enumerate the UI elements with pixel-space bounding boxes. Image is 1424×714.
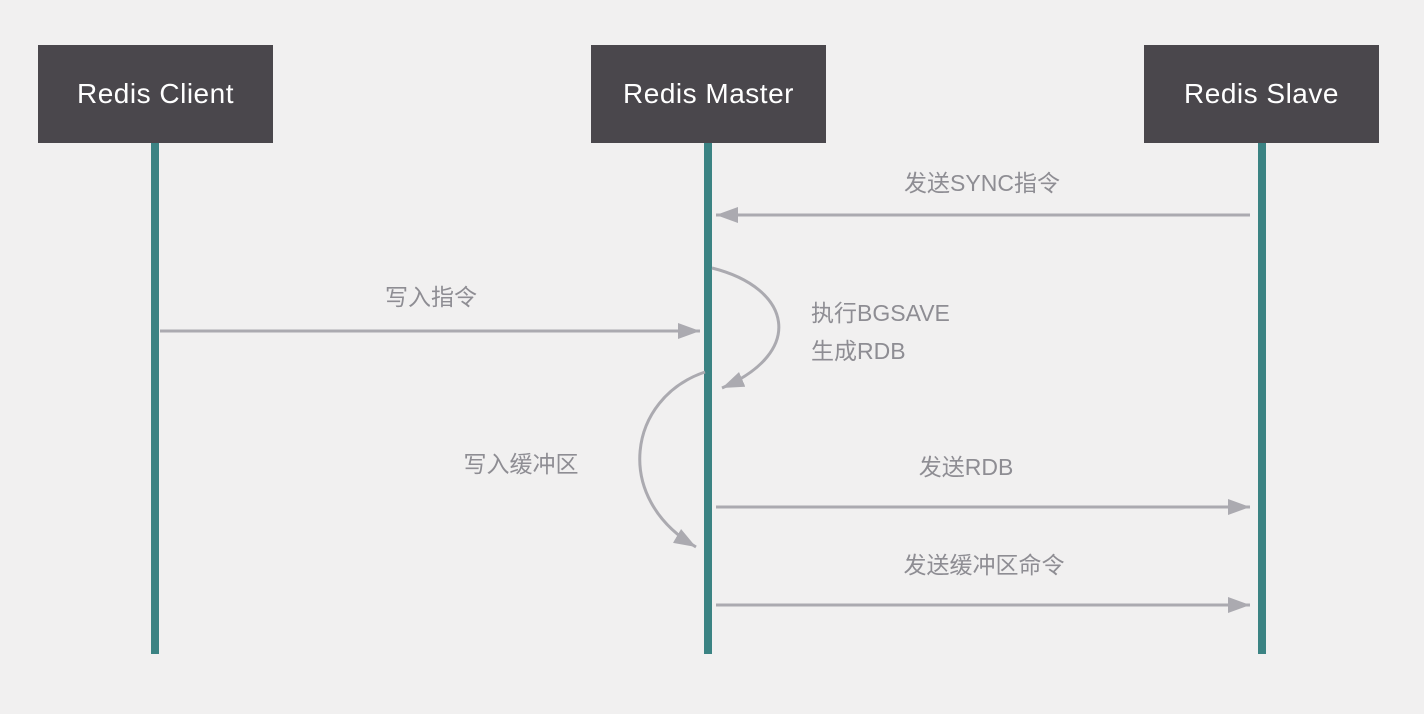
message-arrow-write-buffer-selfloop — [638, 370, 706, 549]
message-label-send-rdb: 发送RDB — [918, 454, 1014, 480]
actor-box-redis-slave: Redis Slave — [1144, 45, 1379, 143]
lifeline-redis-slave — [1258, 143, 1266, 654]
actor-box-redis-master: Redis Master — [591, 45, 826, 143]
message-label-write-buffer: 写入缓冲区 — [463, 451, 579, 477]
lifeline-redis-master — [704, 143, 712, 654]
message-label-send-buffer-commands: 发送缓冲区命令 — [903, 552, 1065, 578]
message-label-send-sync: 发送SYNC指令 — [904, 170, 1060, 196]
message-label-write-command: 写入指令 — [385, 284, 477, 310]
message-label-bgsave-line1: 执行BGSAVE — [811, 300, 950, 326]
lifeline-redis-client — [151, 143, 159, 654]
actor-box-redis-client: Redis Client — [38, 45, 273, 143]
message-label-bgsave-line2: 生成RDB — [811, 338, 906, 364]
message-arrow-bgsave-selfloop — [711, 266, 781, 390]
